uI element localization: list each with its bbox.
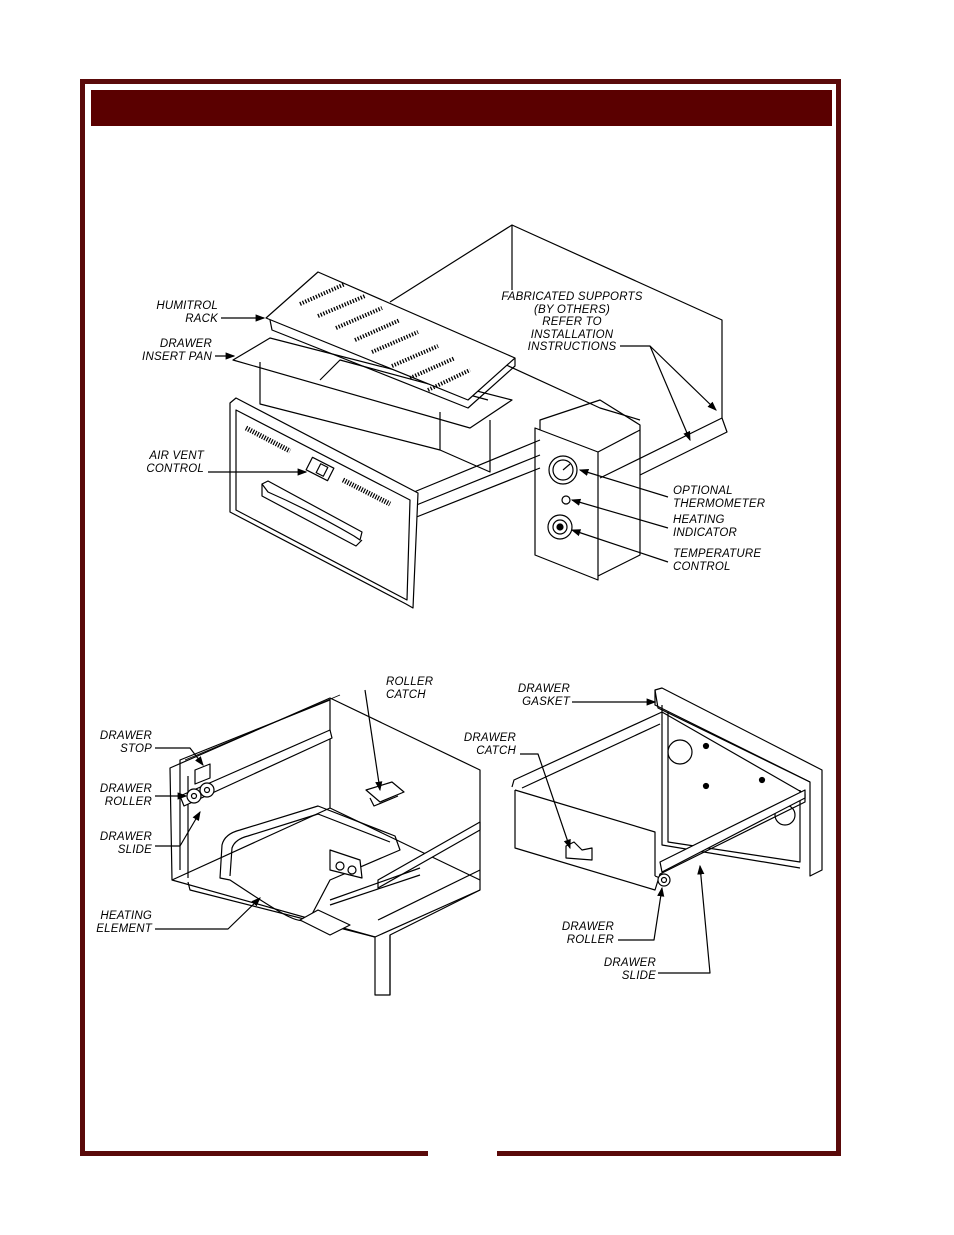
roller-catch bbox=[365, 781, 405, 803]
label-temperature-control: TEMPERATURE CONTROL bbox=[673, 548, 783, 573]
heating-indicator-light bbox=[561, 495, 571, 505]
label-line: HEATING bbox=[673, 514, 725, 526]
label-heating-element: HEATING ELEMENT bbox=[80, 910, 152, 935]
heating-element bbox=[219, 805, 401, 922]
label-line: DRAWER bbox=[463, 732, 516, 744]
label-line: CONTROL bbox=[146, 462, 204, 475]
gasket-port bbox=[667, 739, 693, 765]
label-line: DRAWER bbox=[159, 338, 212, 350]
label-line: GASKET bbox=[522, 695, 570, 708]
label-drawer-stop: DRAWER STOP bbox=[80, 730, 152, 755]
label-line: SLIDE bbox=[117, 843, 152, 856]
label-line: HUMITROL bbox=[156, 300, 218, 312]
label-optional-thermometer: OPTIONAL THERMOMETER bbox=[673, 485, 783, 510]
label-line: CONTROL bbox=[673, 560, 731, 573]
label-line: INSERT PAN bbox=[142, 350, 212, 363]
label-line: FABRICATED SUPPORTS bbox=[501, 291, 643, 303]
drawer-roller-right bbox=[657, 873, 671, 887]
label-line: INDICATOR bbox=[673, 526, 737, 539]
page-frame-top bbox=[80, 79, 841, 84]
header-bar bbox=[91, 90, 832, 126]
label-line: DRAWER bbox=[99, 783, 152, 795]
label-roller-catch: ROLLER CATCH bbox=[386, 676, 456, 701]
support-box-outline bbox=[389, 224, 723, 479]
label-line: INSTALLATION bbox=[530, 328, 614, 341]
label-line: RACK bbox=[185, 312, 218, 325]
drawer-roller-left-1 bbox=[186, 788, 202, 804]
drawer-catch bbox=[565, 841, 593, 861]
page-frame-left bbox=[80, 79, 85, 1156]
label-line: AIR VENT bbox=[149, 450, 204, 462]
label-line: ROLLER bbox=[104, 795, 152, 808]
label-drawer-catch: DRAWER CATCH bbox=[444, 732, 516, 757]
label-drawer-roller-left: DRAWER ROLLER bbox=[80, 783, 152, 808]
label-fabricated-supports: FABRICATED SUPPORTS (BY OTHERS) REFER TO… bbox=[492, 291, 652, 354]
label-line: HEATING bbox=[100, 910, 152, 922]
label-line: OPTIONAL bbox=[673, 485, 733, 497]
label-drawer-roller-right: DRAWER ROLLER bbox=[542, 921, 614, 946]
drawer-body bbox=[511, 711, 806, 879]
label-line: REFER TO bbox=[542, 316, 602, 328]
label-line: DRAWER bbox=[561, 921, 614, 933]
label-line: CATCH bbox=[386, 688, 426, 701]
label-drawer-insert-pan: DRAWER INSERT PAN bbox=[126, 338, 212, 363]
label-drawer-slide-left: DRAWER SLIDE bbox=[80, 831, 152, 856]
label-line: SLIDE bbox=[621, 969, 656, 982]
label-drawer-gasket: DRAWER GASKET bbox=[498, 683, 570, 708]
drawer-front bbox=[229, 397, 419, 609]
label-humitrol-rack: HUMITROL RACK bbox=[140, 300, 218, 325]
warming-drawer-assembly bbox=[229, 224, 728, 609]
label-drawer-slide-right: DRAWER SLIDE bbox=[584, 957, 656, 982]
label-heating-indicator: HEATING INDICATOR bbox=[673, 514, 783, 539]
label-line: DRAWER bbox=[603, 957, 656, 969]
label-line: ROLLER bbox=[566, 933, 614, 946]
page-frame-right bbox=[836, 79, 841, 1156]
label-line: DRAWER bbox=[517, 683, 570, 695]
drawer-roller-left-2 bbox=[199, 782, 215, 798]
label-line: DRAWER bbox=[99, 730, 152, 742]
drawer-out-assembly bbox=[511, 687, 823, 891]
label-line: ELEMENT bbox=[96, 922, 152, 935]
label-line: CATCH bbox=[476, 744, 516, 757]
page-frame-bottom-right bbox=[497, 1151, 841, 1156]
label-air-vent-control: AIR VENT CONTROL bbox=[124, 450, 204, 475]
label-line: INSTRUCTIONS bbox=[527, 341, 617, 353]
label-line: DRAWER bbox=[99, 831, 152, 843]
page-frame-bottom-left bbox=[80, 1151, 428, 1156]
drawer-insert-pan bbox=[232, 337, 513, 429]
label-line: (BY OTHERS) bbox=[533, 303, 611, 316]
label-line: TEMPERATURE bbox=[673, 548, 762, 560]
label-line: ROLLER bbox=[386, 676, 434, 688]
label-line: STOP bbox=[120, 742, 152, 755]
drawer-cabinet-interior bbox=[169, 694, 481, 996]
label-line: THERMOMETER bbox=[673, 497, 766, 510]
